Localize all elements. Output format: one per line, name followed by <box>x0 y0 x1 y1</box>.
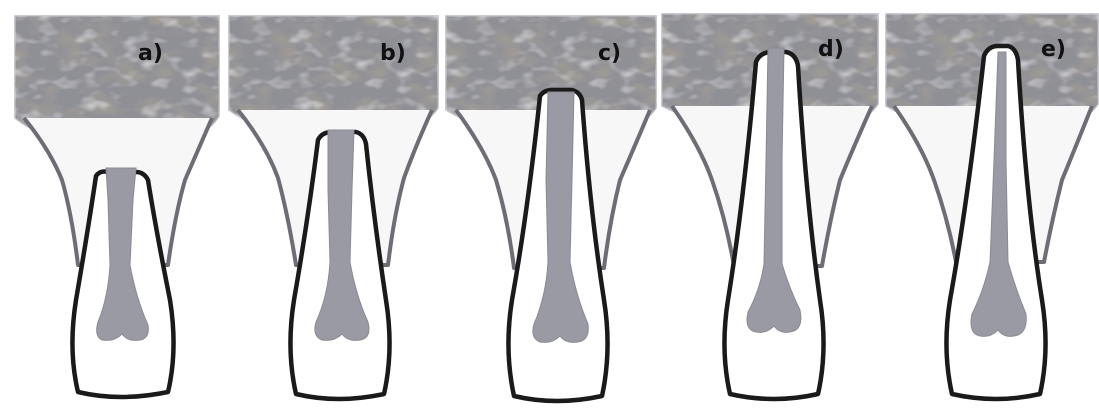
panel-label: b) <box>380 41 406 66</box>
panel-e: e) <box>886 14 1098 399</box>
panel-label: d) <box>818 37 844 62</box>
panel-label: e) <box>1041 37 1066 62</box>
panel-c: c) <box>446 16 656 401</box>
panel-label: a) <box>138 41 163 66</box>
panel-b: b) <box>229 16 438 399</box>
panel-label: c) <box>598 41 621 66</box>
panel-a: a) <box>15 16 219 397</box>
panel-d: d) <box>662 14 878 399</box>
